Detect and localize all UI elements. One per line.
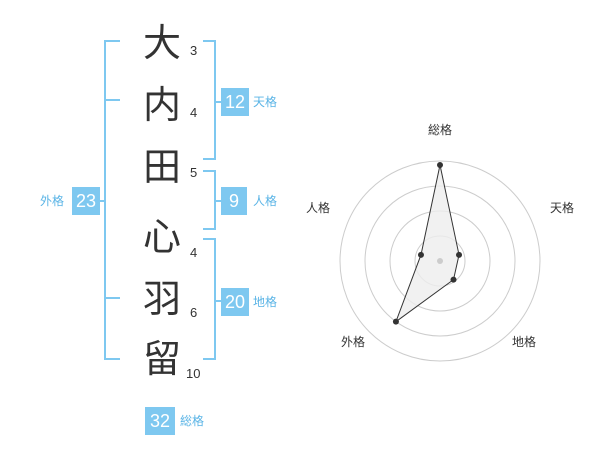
name-char-5: 羽 [142,277,181,321]
name-char-1: 大 [142,21,181,65]
stroke-count-3: 5 [190,165,198,180]
radar-point [392,318,399,325]
radar-axis-label-gaikaku: 外格 [341,334,365,349]
chikaku-label: 地格 [253,295,278,309]
soukaku-label: 総格 [180,414,205,428]
radar-axis-label-soukaku: 総格 [428,122,452,137]
radar-axis-label-chikaku: 地格 [512,334,536,349]
tenkaku-value: 12 [221,88,249,116]
stroke-count-5: 6 [190,305,198,320]
radar-point [417,251,424,258]
stroke-count-2: 4 [190,105,198,120]
stroke-count-4: 4 [190,245,198,260]
tenkaku-label: 天格 [253,95,278,109]
radar-center-dot [437,258,443,264]
name-char-6: 留 [142,337,181,381]
radar-grid-ring [339,160,541,362]
stroke-count-1: 3 [190,43,198,58]
chikaku-value: 20 [221,288,249,316]
radar-point [437,162,443,168]
radar-points [392,162,463,325]
name-char-2: 内 [142,83,181,127]
radar-shape [394,164,460,324]
radar-point [456,251,463,258]
gaikaku-value: 23 [72,187,100,215]
radar-axis-label-tenkaku: 天格 [550,200,574,215]
name-char-4: 心 [142,215,181,259]
jinkaku-label: 人格 [253,194,278,208]
gaikaku-label: 外格 [40,194,65,208]
jinkaku-value: 9 [221,187,247,215]
soukaku-value: 32 [145,407,175,435]
radar-axis-label-jinkaku: 人格 [306,200,330,215]
radar-point [450,276,457,283]
name-char-3: 田 [142,145,181,189]
stroke-count-6: 10 [186,366,201,381]
